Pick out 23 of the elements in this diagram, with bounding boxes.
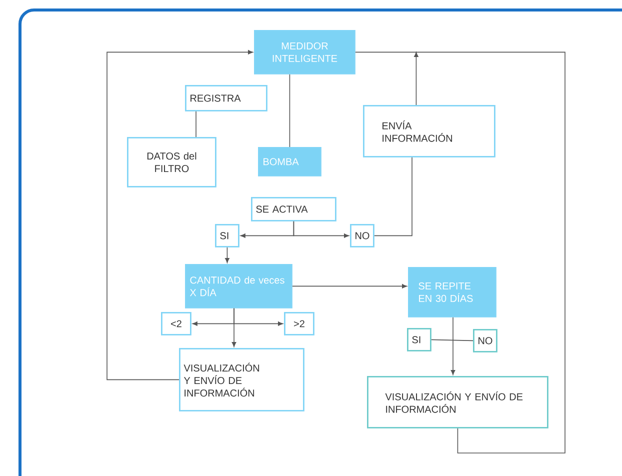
label-box: NO: [473, 329, 498, 352]
label-box: SI: [215, 224, 240, 248]
arrow: [106, 50, 253, 380]
arrow: [225, 247, 230, 263]
arrow: [450, 317, 456, 375]
arrow: [293, 221, 349, 238]
label-box: >2: [284, 312, 314, 336]
label-box: NO: [350, 224, 374, 248]
label-box: SE ACTIVA: [251, 197, 336, 222]
process-box: CANTIDAD de veces X DÍA: [185, 264, 292, 308]
process-box: VISUALIZACIÓN Y ENVÍO DE INFORMACIÓN: [179, 348, 304, 412]
process-box: VISUALIZACIÓN Y ENVÍO DE INFORMACIÓN: [367, 376, 548, 428]
arrow: [292, 284, 407, 288]
process-box: BOMBA: [258, 147, 322, 176]
label-box: SI: [407, 328, 432, 352]
process-box: SE REPITE EN 30 DÍAS: [408, 267, 496, 318]
process-box: MEDIDOR INTELIGENTE: [254, 30, 356, 74]
arrow: [232, 308, 236, 347]
process-box: ENVÍA INFORMACIÓN: [363, 105, 496, 158]
process-box: DATOS del FILTRO: [127, 137, 216, 188]
label-box: <2: [161, 312, 192, 336]
label-box: REGISTRA: [185, 85, 268, 112]
arrow: [414, 52, 418, 106]
